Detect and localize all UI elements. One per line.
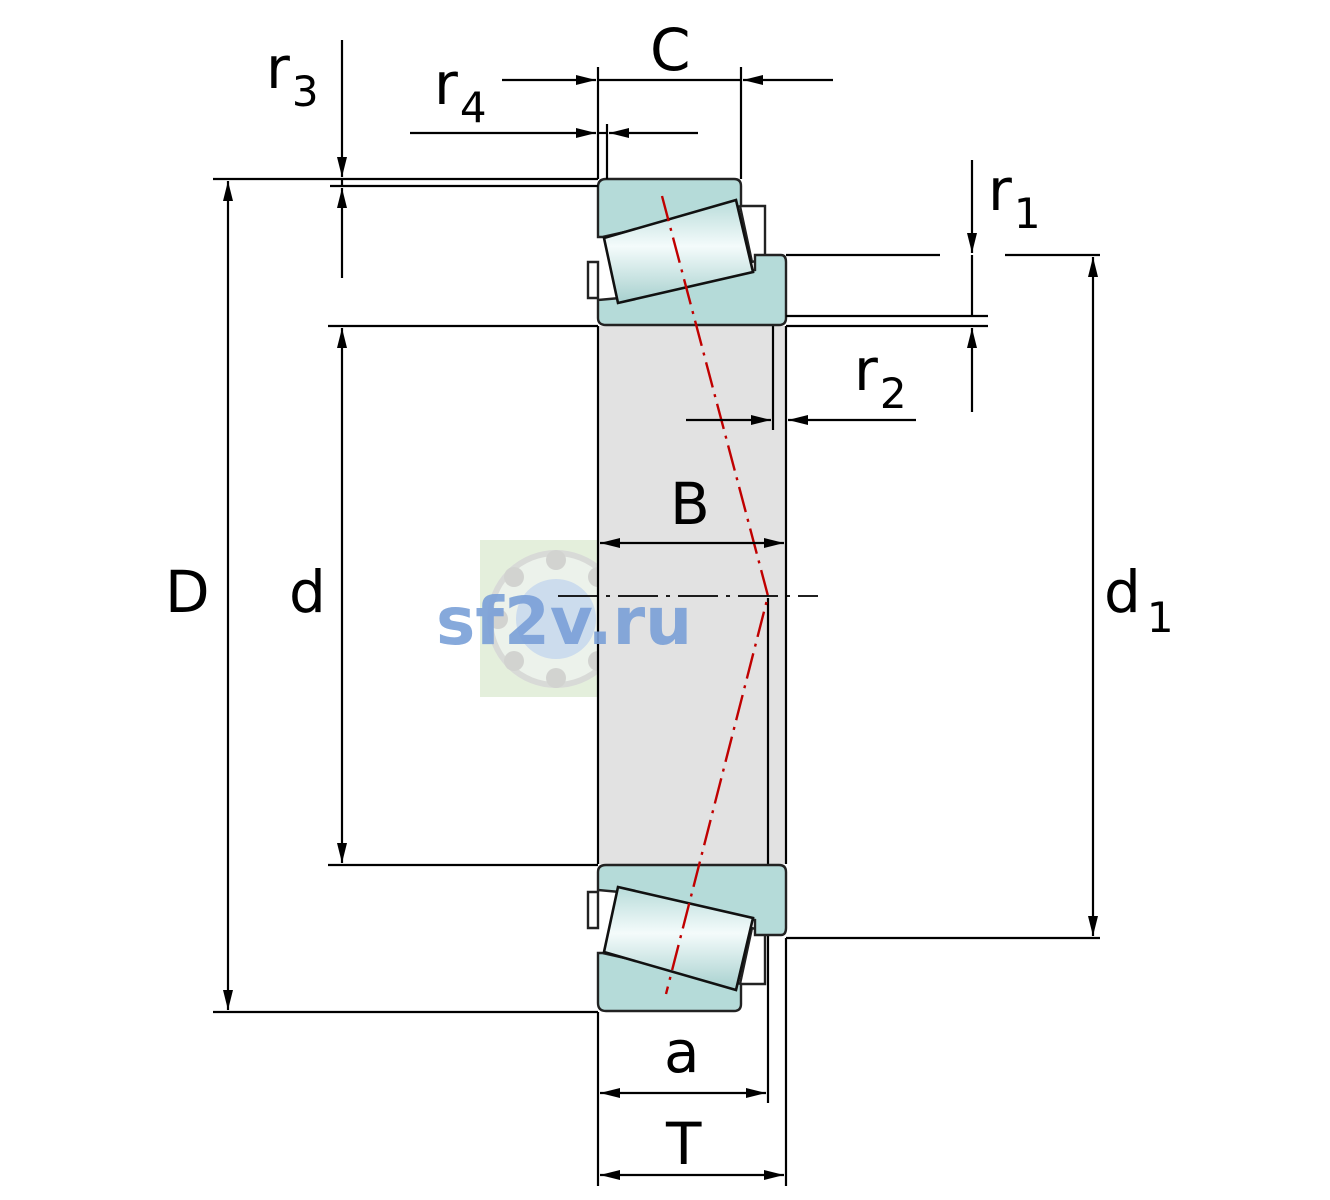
- bottom-bearing-section: [586, 863, 788, 1013]
- label-r1: r1: [988, 156, 1041, 238]
- roller-top: [602, 198, 755, 305]
- inner-ring-bottom: [596, 863, 788, 937]
- label-a: a: [664, 1018, 700, 1086]
- dimension-lines: [223, 40, 1098, 1180]
- watermark-text: sf2v.ru: [436, 583, 692, 660]
- label-d: d: [289, 558, 326, 626]
- label-r4: r4: [434, 50, 487, 132]
- label-B: B: [670, 470, 710, 538]
- extension-lines: [213, 67, 1100, 1186]
- label-r2: r2: [854, 336, 907, 418]
- roller-bottom: [602, 885, 755, 992]
- top-bearing-section: [586, 177, 788, 327]
- pressure-cone-axis: [660, 195, 770, 995]
- outer-ring-bottom: [596, 951, 743, 1013]
- label-T: T: [665, 1110, 702, 1178]
- cage-bottom-left: [586, 890, 600, 930]
- label-r3: r3: [266, 34, 319, 116]
- label-D: D: [165, 558, 210, 626]
- label-C: C: [650, 16, 691, 84]
- inner-ring-top: [596, 253, 788, 327]
- cage-top-left: [586, 260, 600, 300]
